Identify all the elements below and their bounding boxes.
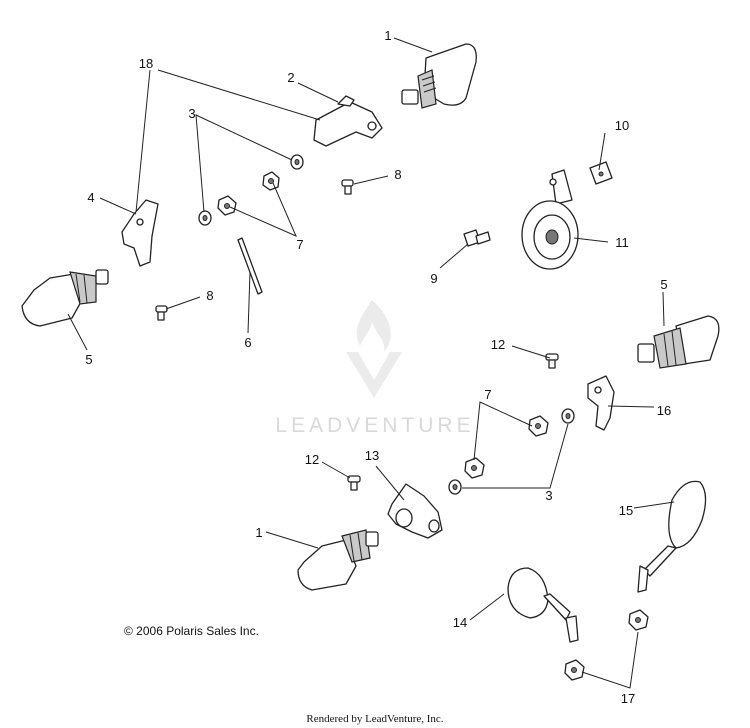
callout-11: 11 [615, 235, 629, 250]
part-1-turn-signal-top [401, 43, 477, 109]
part-7-nuts-lower [464, 415, 549, 479]
part-5-turn-signal-right [637, 315, 720, 369]
leadventure-watermark-logo [346, 300, 402, 398]
part-14-mirror-left [507, 567, 579, 643]
part-6-strap [237, 237, 263, 295]
leader-lines [67, 37, 675, 689]
callout-15: 15 [619, 503, 633, 518]
part-3-washers-top [198, 154, 304, 226]
part-11-horn [521, 169, 579, 270]
copyright-text: © 2006 Polaris Sales Inc. [124, 624, 259, 638]
part-9-bolt [463, 229, 491, 247]
callout-3-top: 3 [188, 106, 195, 121]
part-12-bolt-lower [347, 475, 361, 491]
callout-17: 17 [621, 691, 635, 706]
part-12-bolt-right [545, 353, 559, 369]
callout-1-top: 1 [384, 28, 391, 43]
callout-4: 4 [87, 190, 94, 205]
callout-9: 9 [430, 271, 437, 286]
callout-13: 13 [365, 448, 379, 463]
callout-1-lower: 1 [255, 525, 262, 540]
part-3-washers-lower [448, 408, 575, 495]
callout-labels: 1 2 18 3 10 8 4 7 11 9 8 5 6 5 12 7 16 1… [85, 28, 671, 706]
callout-8-top: 8 [394, 167, 401, 182]
callout-6: 6 [244, 335, 251, 350]
callout-8-left: 8 [206, 288, 213, 303]
callout-10: 10 [615, 118, 629, 133]
part-8-bolt-top [341, 179, 354, 195]
callout-3-lower: 3 [545, 488, 552, 503]
callout-7-lower: 7 [484, 387, 491, 402]
callout-16: 16 [657, 403, 671, 418]
footer-text: Rendered by LeadVenture, Inc. [306, 713, 443, 725]
part-2-bracket [313, 95, 383, 147]
watermark-text: LEADVENTURE [275, 414, 474, 437]
part-10-clip [589, 161, 613, 185]
callout-5-right: 5 [660, 277, 667, 292]
part-4-bracket [121, 199, 159, 267]
part-16-bracket [587, 375, 615, 431]
part-13-clamp [387, 483, 443, 539]
callout-12-right: 12 [491, 337, 505, 352]
part-17-nuts [564, 609, 649, 681]
part-15-mirror-right [637, 480, 707, 593]
part-1-turn-signal-lower [297, 529, 379, 591]
part-8-bolt-left [155, 305, 168, 321]
callout-14: 14 [453, 615, 467, 630]
part-5-turn-signal-left [21, 269, 109, 327]
part-7-nuts-top [217, 171, 280, 216]
callout-5-left: 5 [85, 352, 92, 367]
callout-12-lower: 12 [305, 452, 319, 467]
callout-18: 18 [139, 56, 153, 71]
callout-2: 2 [287, 70, 294, 85]
callout-7-top: 7 [296, 237, 303, 252]
